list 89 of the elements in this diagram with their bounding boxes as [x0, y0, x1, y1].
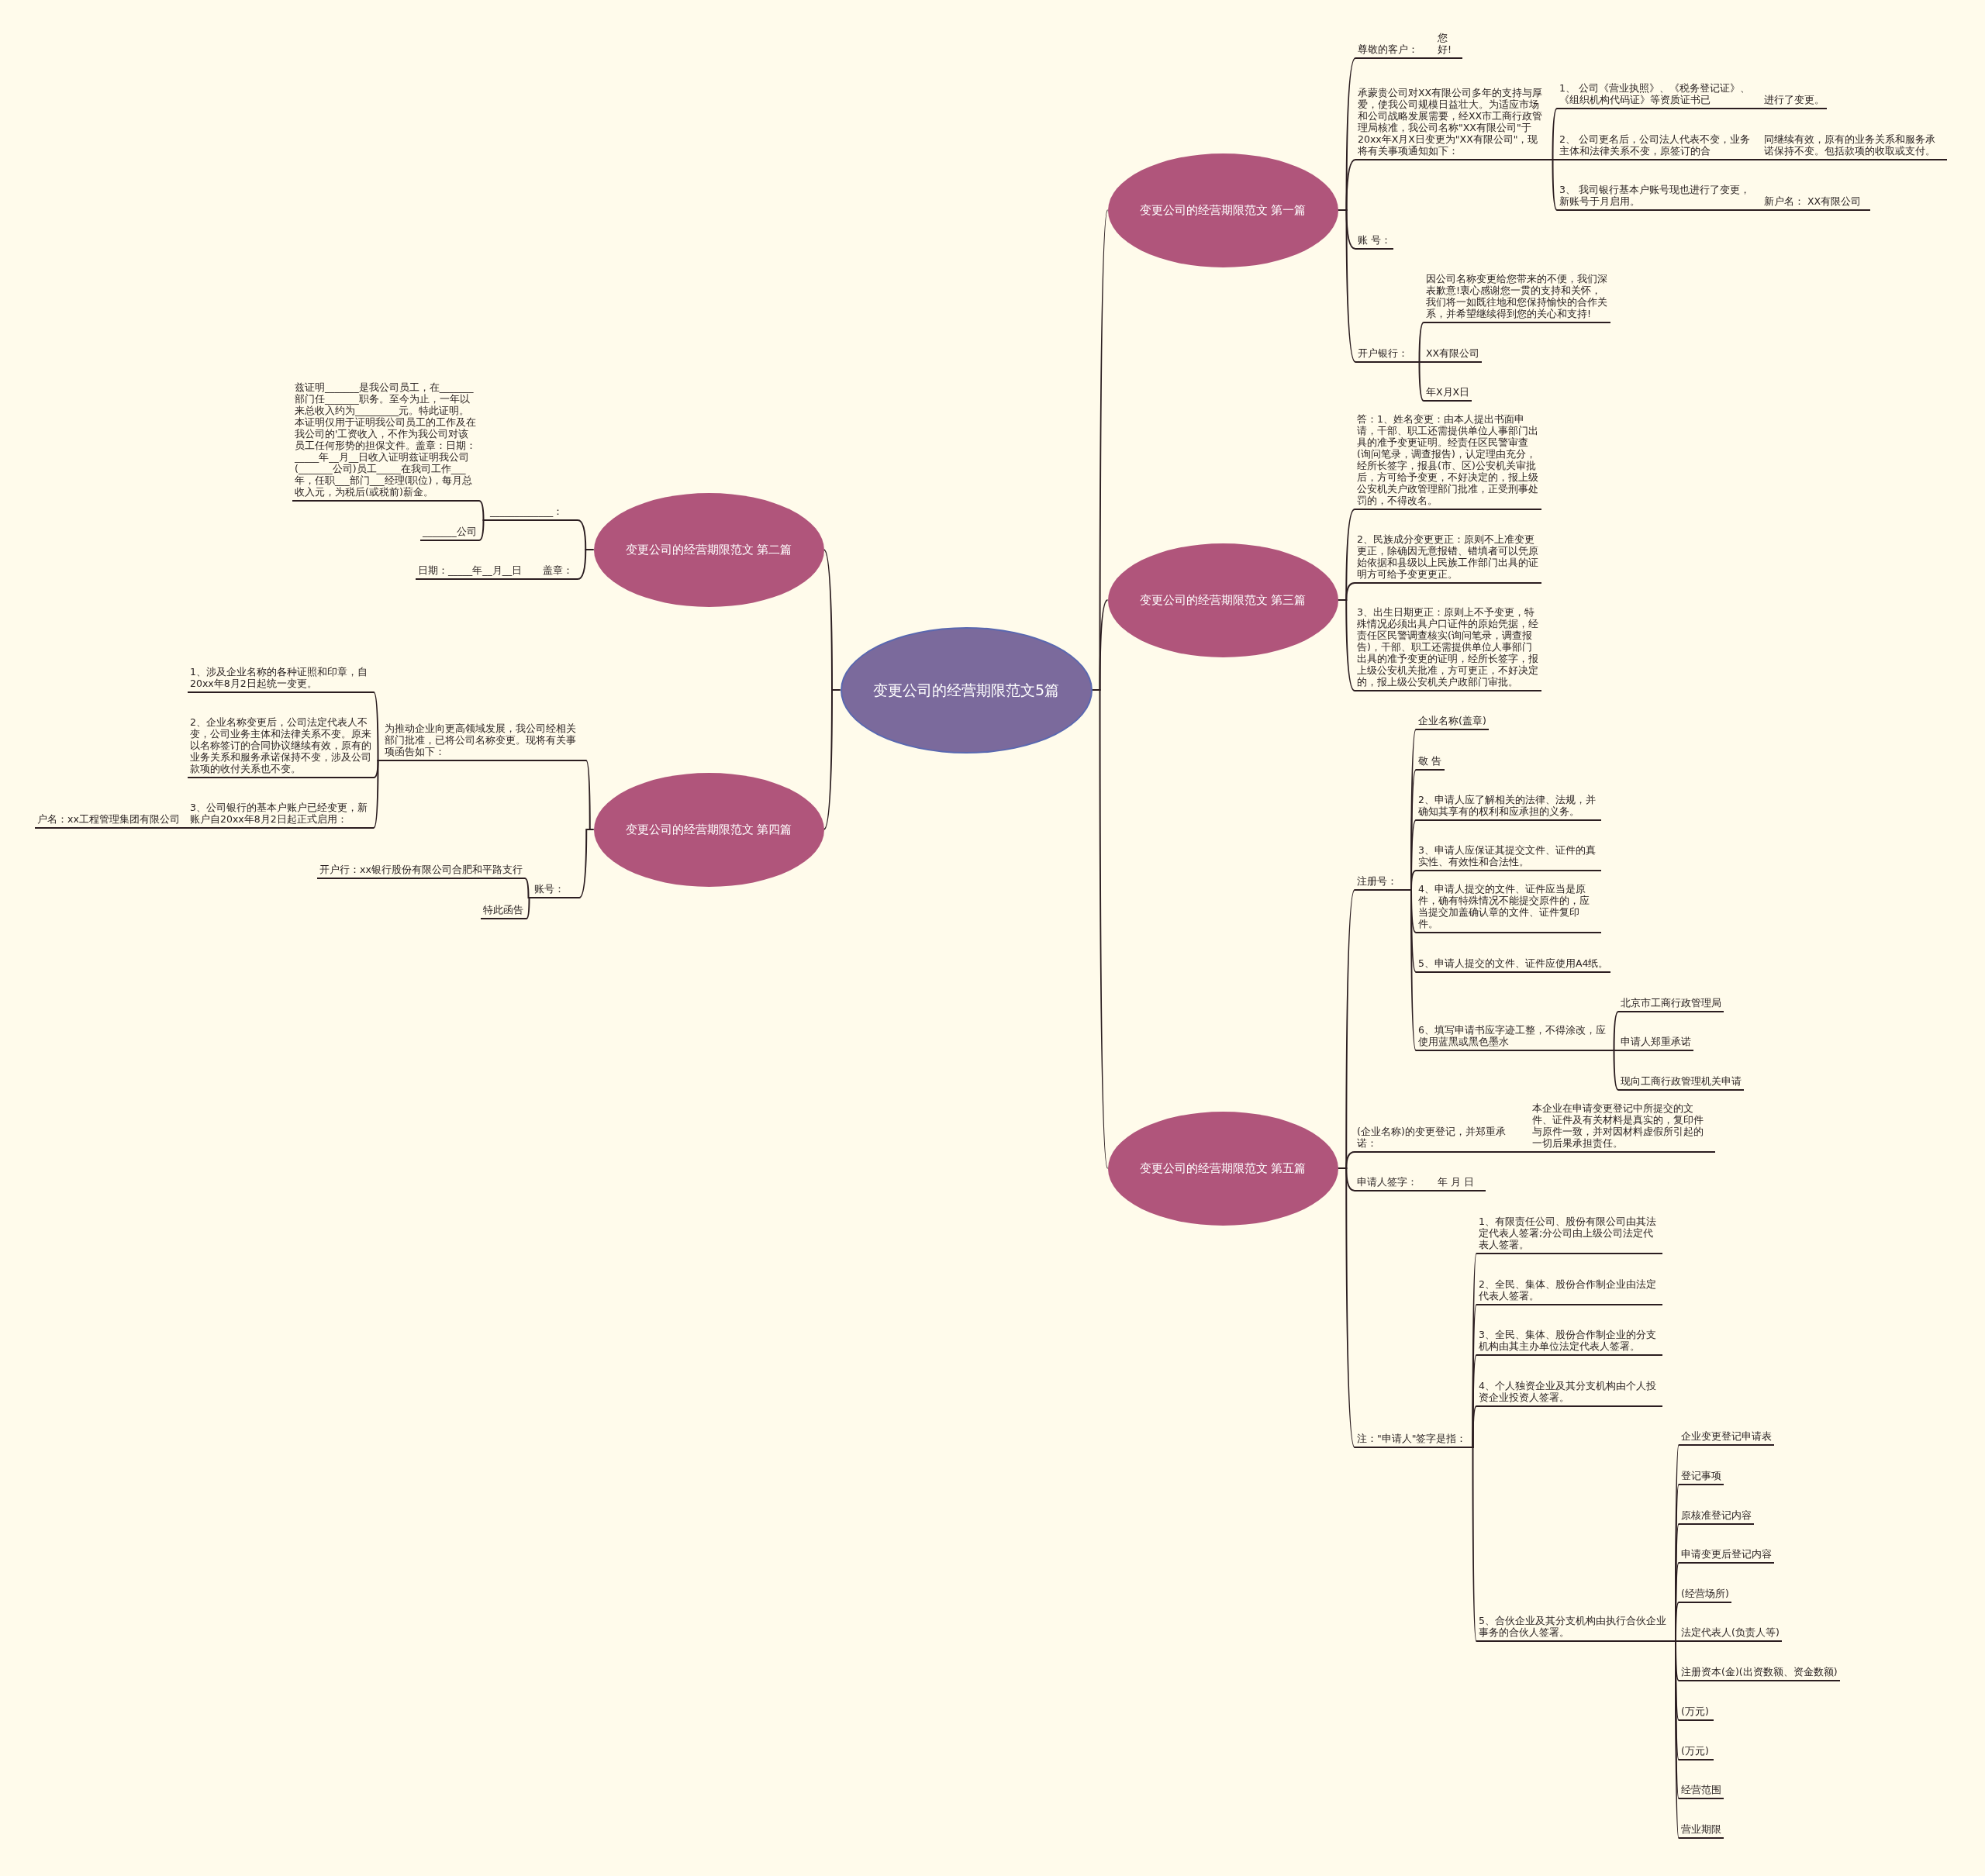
connector-line: [1672, 1640, 1679, 1839]
leaf-topic: 注册资本(金)(出资数额、资金数额): [1679, 1666, 1840, 1681]
leaf-topic: 为推动企业向更高领域发展，我公司经相关部门批准，已将公司名称变更。现将有关事项函告如下：: [382, 722, 586, 761]
leaf-topic: XX有限公司: [1424, 347, 1482, 363]
leaf-topic: 承蒙贵公司对XX有限公司多年的支持与厚爱，使我公司规模日益壮大。为适应市场和公司战略发展需要，经XX市工商行政管理局核准，我公司名称"XX有限公司"于20xx年X月X日变更为"XX有限公司"，现将有关事项通知如下：: [1355, 87, 1548, 160]
topic-text: (企业名称)的变更登记，并郑重承诺：: [1357, 1126, 1507, 1149]
leaf-topic: 经营范围: [1679, 1784, 1724, 1799]
leaf-topic: [1355, 1102, 1715, 1153]
branch-topic: 变更公司的经营期限范文 第四篇: [593, 772, 824, 887]
leaf-topic: 兹证明_______是我公司员工，在_______部门任_______职务。至今为止，一年以来总收入约为_________元。特此证明。本证明仅用于证明我公司员工的工作及在我公司的'工资收入，不作为我公司对该员工任何形势的担保文件。盖章：日期：_____年__月__日收入证明兹证明我公司(_______公司)员工_____在我司工作___年，任职___部门___经理(职位)，每月总收入元，为税后(或税前)薪金。: [292, 381, 479, 502]
leaf-topic: (经营场所): [1679, 1588, 1731, 1603]
leaf-topic: 注："申请人"签字是指：: [1355, 1433, 1469, 1448]
topic-text: 您好!: [1438, 32, 1452, 55]
leaf-topic: [1355, 32, 1462, 59]
connector-line: [373, 760, 383, 829]
leaf-topic: 北京市工商行政管理局: [1618, 997, 1724, 1012]
leaf-topic: 年X月X日: [1424, 386, 1472, 402]
leaf-topic: 4、个人独资企业及其分支机构由个人投资企业投资人签署。: [1476, 1380, 1662, 1407]
topic-text: 进行了变更。: [1764, 94, 1824, 105]
leaf-topic: 特此函告: [481, 904, 526, 919]
connector-line: [526, 897, 533, 919]
leaf-topic: [1557, 184, 1870, 211]
topic-text: 申请人签字：: [1357, 1176, 1418, 1188]
connector-line: [577, 549, 595, 580]
leaf-topic: [1557, 82, 1827, 109]
connector-line: [1406, 889, 1417, 1051]
topic-text: 1、 公司《营业执照》、《税务登记证》、《组织机构代码证》等资质证书已: [1559, 82, 1751, 105]
leaf-topic: 5、合伙企业及其分支机构由执行合伙企业事务的合伙人签署。: [1476, 1615, 1673, 1642]
leaf-topic: 开户银行：: [1355, 347, 1415, 363]
leaf-topic: 开户行：xx银行股份有限公司合肥和平路支行: [317, 864, 525, 879]
leaf-topic: 答：1、姓名变更：由本人提出书面申请，干部、职工还需提供单位人事部门出具的准予变更证明。经责任区民警审查(询问笔录，调查报告)，认定理由充分，经所长签字，报县(市、区)公安机关审批后，方可给予变更，不好决定的，报上级公安机关户政管理部门批准，正受刑事处罚的，不得改名。: [1355, 413, 1541, 510]
leaf-topic: [416, 564, 578, 580]
connector-line: [1337, 599, 1355, 691]
leaf-topic: 注册号：: [1355, 875, 1407, 891]
branch-topic: 变更公司的经营期限范文 第三篇: [1107, 543, 1338, 657]
leaf-topic: 账号：: [532, 883, 579, 898]
topic-text: 日期：_____年__月__日: [418, 564, 523, 576]
leaf-topic: 6、填写申请书应字迹工整，不得涂改，应使用蓝黑或黑色墨水: [1416, 1024, 1610, 1051]
connector-line: [1469, 1447, 1477, 1642]
leaf-topic: 因公司名称变更给您带来的不便，我们深表歉意!衷心感谢您一贯的支持和关怀，我们将一如既往地和您保持愉快的合作关系，并希望继续得到您的关心和支持!: [1424, 273, 1610, 323]
connector-line: [478, 519, 488, 541]
branch-topic: 变更公司的经营期限范文 第二篇: [593, 492, 824, 607]
leaf-topic: 3、出生日期更正：原则上不予变更，特殊情况必须出具户口证件的原始凭据，经责任区民警调查核实(询问笔录，调查报告)，干部、职工还需提供单位人事部门出具的准予变更的证明，经所长签字，报上级公安机关批准，方可更正，不好决定的，报上级公安机关户政部门审批。: [1355, 606, 1541, 691]
leaf-topic: 原核准登记内容: [1679, 1509, 1754, 1525]
leaf-topic: 申请变更后登记内容: [1679, 1548, 1774, 1564]
leaf-topic: [1557, 133, 1947, 160]
connector-line: [578, 829, 595, 898]
leaf-topic: 2、全民、集体、股份合作制企业由法定代表人签署。: [1476, 1278, 1662, 1305]
connector-line: [823, 689, 841, 830]
topic-text: 新户名： XX有限公司: [1764, 195, 1862, 207]
topic-text: 尊敬的客户：: [1358, 43, 1419, 55]
leaf-topic: 企业变更登记申请表: [1679, 1430, 1774, 1446]
branch-topic: 变更公司的经营期限范文 第一篇: [1107, 153, 1338, 267]
leaf-topic: 2、申请人应了解相关的法律、法规，并确知其享有的权利和应承担的义务。: [1416, 794, 1601, 821]
leaf-topic: 1、涉及企业名称的各种证照和印章，自20xx年8月2日起统一变更。: [188, 666, 374, 693]
topic-text: 3、 我司银行基本户账号现也进行了变更，新账号于月启用。: [1559, 184, 1751, 207]
connector-line: [1414, 361, 1424, 402]
leaf-topic: 3、公司银行的基本户账户已经变更，新账户自20xx年8月2日起正式启用：: [188, 802, 374, 829]
leaf-topic: (万元): [1679, 1745, 1714, 1760]
topic-text: 本企业在申请变更登记中所提交的文件、证件及有关材料是真实的，复印件与原件一致，并对因材料虚假所引起的一切后果承担责任。: [1532, 1102, 1704, 1149]
central-topic: 变更公司的经营期限范文5篇: [840, 626, 1093, 754]
leaf-topic: (万元): [1679, 1705, 1714, 1721]
topic-text: 年 月 日: [1438, 1176, 1475, 1188]
leaf-topic: _______公司: [420, 526, 479, 541]
leaf-topic: 现向工商行政管理机关申请: [1618, 1075, 1744, 1091]
leaf-topic: 3、全民、集体、股份合作制企业的分支机构由其主办单位法定代表人签署。: [1476, 1329, 1662, 1356]
leaf-topic: 申请人郑重承诺: [1618, 1036, 1693, 1051]
leaf-topic: 2、企业名称变更后，公司法定代表人不变，公司业务主体和法律关系不变。原来以名称签订的合同协议继续有效，原有的业务关系和服务承诺保持不变，涉及公司款项的收付关系也不变。: [188, 716, 374, 778]
leaf-topic: 账 号：: [1355, 234, 1393, 250]
connector-line: [181, 827, 188, 829]
leaf-topic: _____________：: [488, 505, 578, 521]
leaf-topic: 1、有限责任公司、股份有限公司由其法定代表人签署;分公司由上级公司法定代表人签署。: [1476, 1216, 1662, 1254]
leaf-topic: 法定代表人(负责人等): [1679, 1626, 1782, 1642]
leaf-topic: 3、申请人应保证其提交文件、证件的真实性、有效性和合法性。: [1416, 844, 1601, 871]
topic-text: 2、 公司更名后，公司法人代表不变，业务主体和法律关系不变，原签订的合: [1559, 133, 1751, 157]
leaf-topic: 登记事项: [1679, 1470, 1724, 1485]
leaf-topic: 2、民族成分变更更正：原则不上准变更更正，除确因无意报错、错填者可以凭原始依据和县级以上民族工作部门出具的证明方可给予变更更正。: [1355, 533, 1541, 584]
topic-text: 盖章：: [543, 564, 574, 576]
leaf-topic: [1355, 1176, 1486, 1191]
leaf-topic: 营业期限: [1679, 1823, 1724, 1839]
leaf-topic: 户名：xx工程管理集团有限公司: [35, 813, 182, 829]
connector-line: [1609, 1050, 1619, 1091]
branch-topic: 变更公司的经营期限范文 第五篇: [1107, 1111, 1338, 1226]
topic-text: 同继续有效，原有的业务关系和服务承诺保持不变。包括款项的收取或支付。: [1764, 133, 1936, 157]
leaf-topic: 敬 告: [1416, 755, 1445, 771]
leaf-topic: 4、申请人提交的文件、证件应当是原件，确有特殊情况不能提交原件的，应当提交加盖确认章的文件、证件复印件。: [1416, 883, 1601, 933]
connector-line: [1548, 159, 1558, 211]
leaf-topic: 企业名称(盖章): [1416, 715, 1489, 730]
leaf-topic: 5、申请人提交的文件、证件应使用A4纸。: [1416, 957, 1610, 973]
